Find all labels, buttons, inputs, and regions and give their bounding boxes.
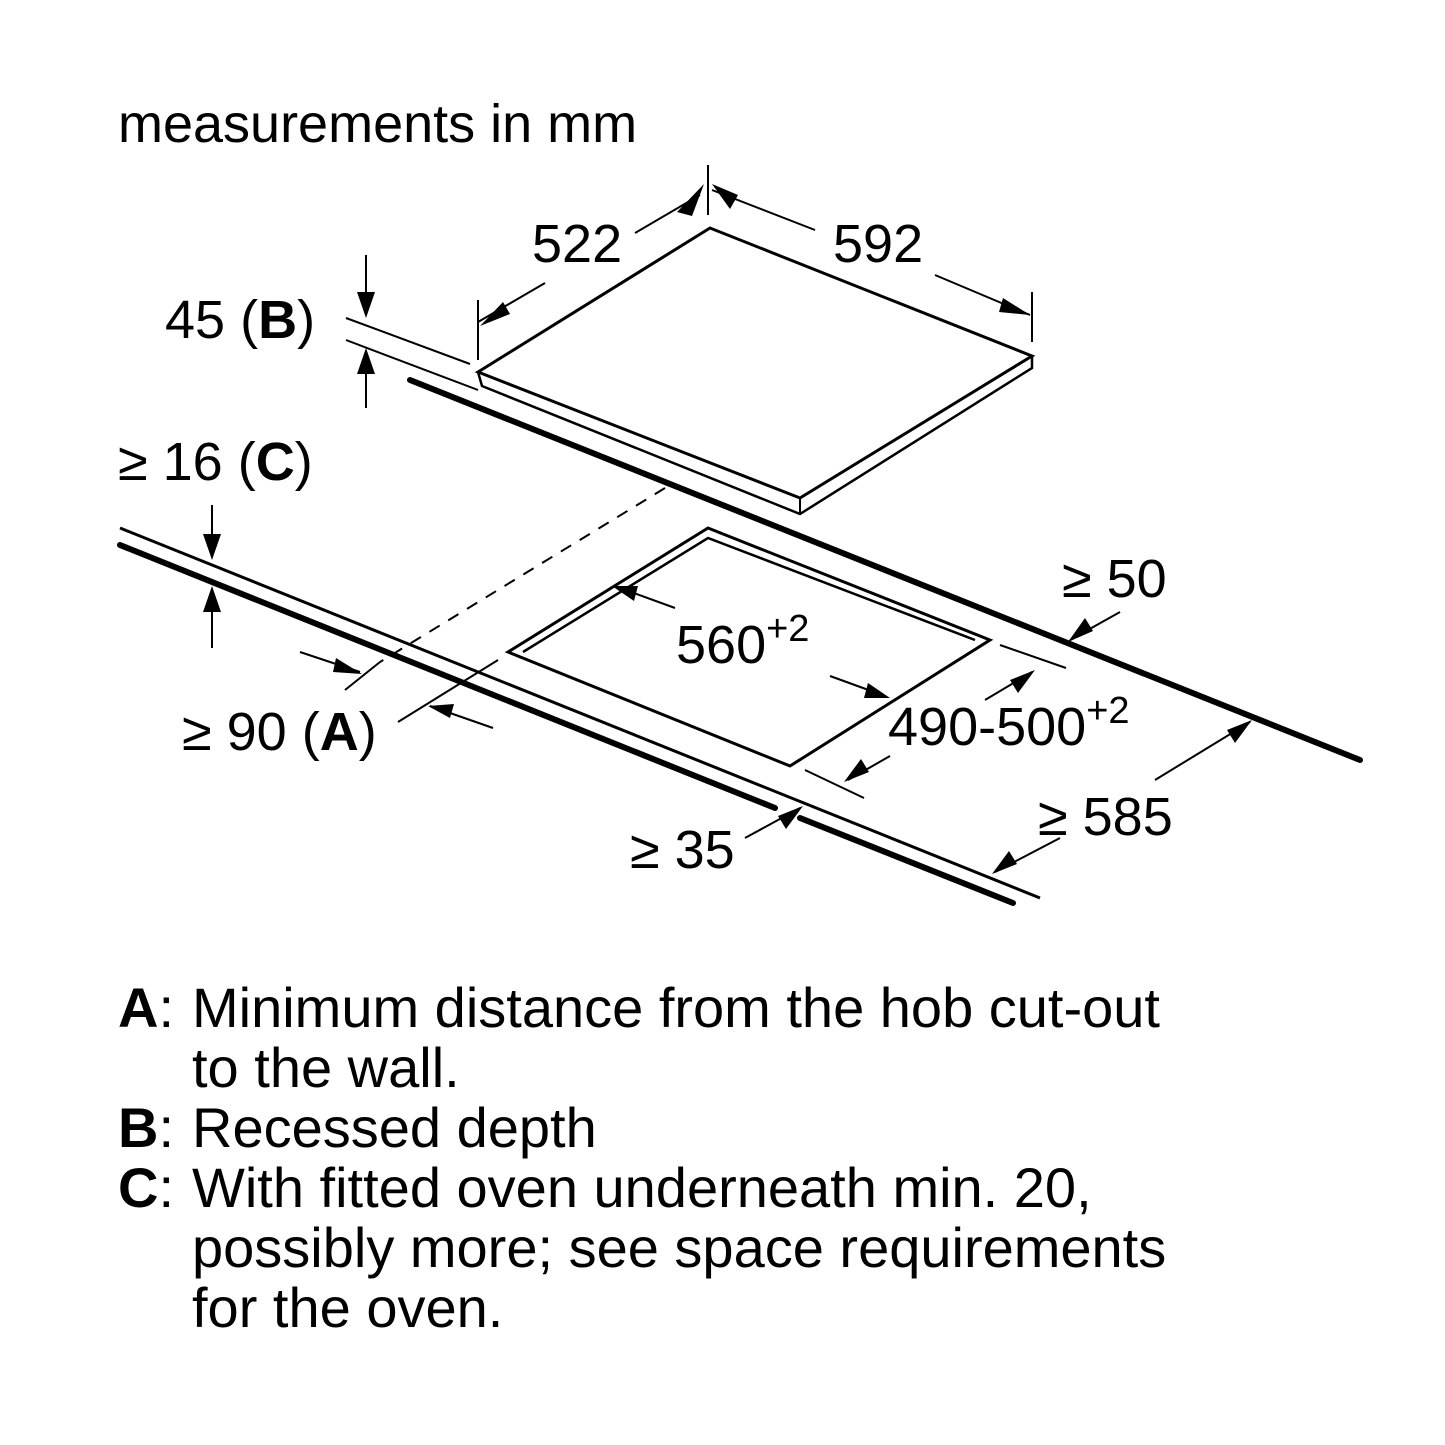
legend-item-b: B: Recessed depth — [118, 1098, 1318, 1158]
legend-text-c-line3: for the oven. — [192, 1276, 504, 1339]
cutout-depth-dimension — [804, 644, 1067, 799]
dim-cutout-width: 560+2 — [676, 608, 809, 675]
dim-wall: ≥ 90 (A) — [182, 702, 377, 762]
worktop-front-edge-lower — [117, 542, 1016, 906]
legend-item-a: A: Minimum distance from the hob cut-out… — [118, 978, 1318, 1098]
cutout-outline — [504, 526, 994, 768]
hob-plate — [474, 226, 1036, 516]
dim-back-clearance: ≥ 50 — [1062, 549, 1167, 609]
legend-key-a: A — [118, 976, 159, 1039]
dim-front-clearance: ≥ 35 — [630, 820, 735, 880]
dim-cutout-depth: 490-500+2 — [888, 690, 1130, 757]
legend-text-c-line1: With fitted oven underneath min. 20, — [192, 1156, 1092, 1219]
legend: A: Minimum distance from the hob cut-out… — [118, 978, 1318, 1338]
dim-oven: ≥ 16 (C) — [118, 432, 313, 492]
diagram-title: measurements in mm — [118, 94, 637, 154]
legend-text-a-line1: Minimum distance from the hob cut-out — [192, 976, 1160, 1039]
recess-dimension — [345, 255, 479, 408]
wall-dimension — [299, 651, 494, 729]
front-clearance-dimension — [744, 806, 803, 839]
dim-hob-width: 592 — [833, 214, 923, 274]
worktop-front-edge-upper — [119, 526, 1041, 900]
cutout-width-dimension — [612, 586, 890, 698]
dim-worktop-depth: ≥ 585 — [1038, 787, 1173, 847]
legend-key-c: C — [118, 1156, 159, 1219]
oven-dimension — [203, 505, 221, 648]
arrow-592-left — [712, 184, 738, 209]
legend-text-b-line1: Recessed depth — [192, 1096, 597, 1159]
dim-hob-depth: 522 — [532, 214, 622, 274]
arrow-522-right — [677, 184, 704, 216]
arrow-522-left — [480, 302, 510, 326]
dim-recess: 45 (B) — [165, 290, 315, 350]
legend-item-c: C: With fitted oven underneath min. 20, … — [118, 1158, 1318, 1338]
back-clearance-dimension — [1068, 611, 1121, 642]
legend-text-a-line2: to the wall. — [192, 1036, 460, 1099]
legend-key-b: B — [118, 1096, 159, 1159]
legend-text-c-line2: possibly more; see space requirements — [192, 1216, 1167, 1279]
worktop-back-edge — [407, 377, 1363, 763]
projection-dashed-line — [379, 487, 666, 663]
projection-line — [344, 659, 499, 723]
arrow-592-right — [999, 298, 1030, 315]
worktop-depth-dimension — [992, 720, 1252, 874]
